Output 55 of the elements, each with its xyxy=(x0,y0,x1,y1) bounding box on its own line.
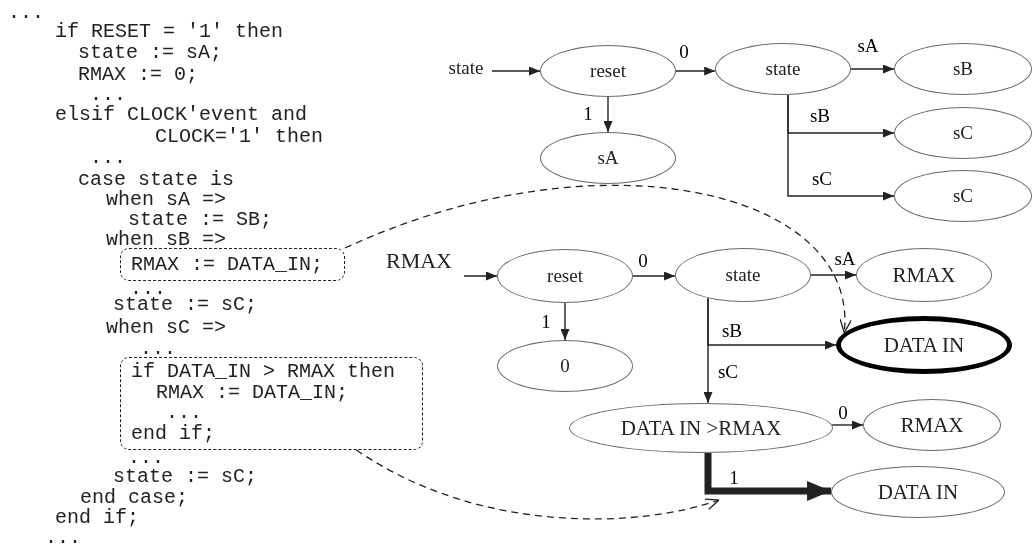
arrow xyxy=(831,420,864,430)
dashed-code-box xyxy=(120,357,423,450)
code-line: if RESET = '1' then xyxy=(55,21,284,43)
code-line: RMAX := 0; xyxy=(78,64,199,86)
code-line: when sB => xyxy=(106,229,227,251)
code-line: ... xyxy=(90,84,126,106)
code-line: elsif CLOCK'event and xyxy=(55,104,308,126)
state-ellipse: 0 xyxy=(497,340,633,392)
highlighted-ellipse: DATA IN xyxy=(836,316,1012,374)
code-line: ... xyxy=(128,447,164,469)
arrow xyxy=(810,270,857,280)
arrow xyxy=(675,66,716,76)
dashed-arrow xyxy=(355,449,720,520)
arrow xyxy=(560,302,570,341)
code-line: end case; xyxy=(80,487,189,509)
arrow xyxy=(491,66,541,76)
arrow xyxy=(703,297,713,404)
code-line: ... xyxy=(90,147,126,169)
code-line: ... xyxy=(8,2,44,24)
signal-label: state xyxy=(440,56,492,80)
arrow xyxy=(850,64,895,74)
code-line: when sA => xyxy=(106,189,227,211)
code-line: ... xyxy=(45,527,81,549)
state-ellipse: sB xyxy=(894,43,1032,95)
code-line: end if; xyxy=(131,423,215,444)
state-ellipse: sC xyxy=(894,170,1032,222)
state-ellipse: reset xyxy=(540,45,676,97)
state-ellipse: state xyxy=(675,248,811,302)
arrow xyxy=(463,271,498,281)
code-line: RMAX := DATA_IN; xyxy=(156,382,349,403)
state-ellipse: reset xyxy=(497,249,633,303)
signal-label: RMAX xyxy=(374,248,464,274)
code-line: ... xyxy=(140,338,176,360)
arrow xyxy=(787,94,895,201)
state-ellipse: DATA IN >RMAX xyxy=(569,403,833,453)
code-line: when sC => xyxy=(106,317,227,339)
arrow xyxy=(632,271,676,281)
state-ellipse: RMAX xyxy=(863,399,1001,451)
code-line: state := SB; xyxy=(128,209,273,231)
state-ellipse: DATA IN xyxy=(831,466,1005,518)
code-line: CLOCK='1' then xyxy=(155,126,324,148)
code-line: state := sC; xyxy=(113,466,258,488)
dashed-code-box xyxy=(120,248,345,281)
code-line: RMAX := DATA_IN; xyxy=(131,254,324,275)
state-ellipse: RMAX xyxy=(856,248,992,302)
state-ellipse: sA xyxy=(540,132,676,184)
code-line: state := sA; xyxy=(78,42,223,64)
code-line: if DATA_IN > RMAX then xyxy=(131,361,396,382)
code-line: case state is xyxy=(78,169,235,191)
code-line: end if; xyxy=(55,507,139,529)
state-ellipse: sC xyxy=(894,107,1032,159)
arrow xyxy=(603,96,613,133)
thick-arrow xyxy=(704,452,832,501)
code-line: ... xyxy=(166,402,202,423)
state-ellipse: state xyxy=(715,43,851,95)
